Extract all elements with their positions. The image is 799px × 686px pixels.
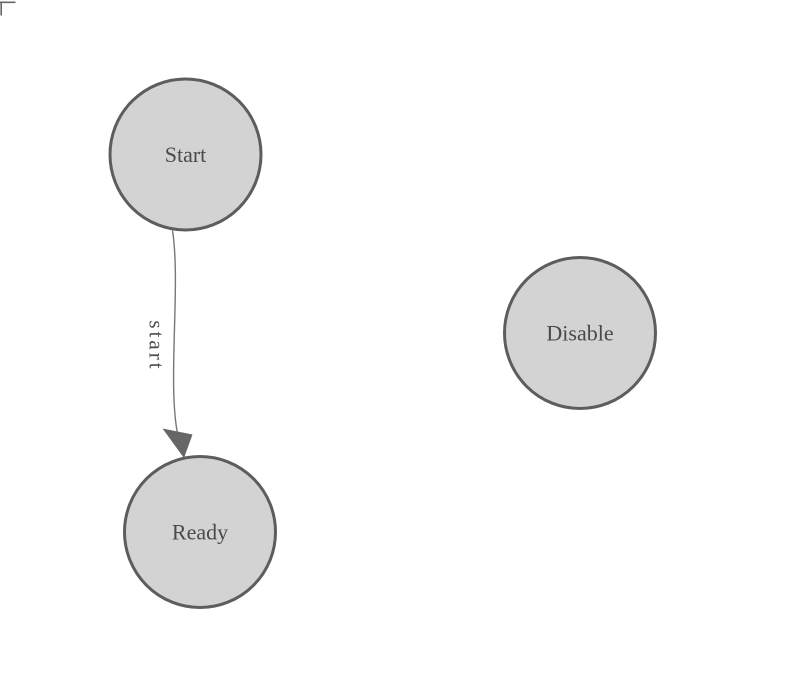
edge-path <box>171 230 179 437</box>
node-label: Disable <box>546 321 613 346</box>
node-ready[interactable]: Ready <box>123 455 277 609</box>
node-disable[interactable]: Disable <box>503 256 657 410</box>
canvas-origin-corner-icon <box>0 1 16 16</box>
arrowhead-icon <box>162 428 193 458</box>
node-start[interactable]: Start <box>108 77 263 232</box>
edges-layer: start <box>145 230 193 459</box>
edge-label: start <box>145 320 169 371</box>
node-circle <box>503 256 657 410</box>
node-label: Start <box>165 142 207 167</box>
node-circle <box>108 77 263 232</box>
edge-start-to-ready[interactable]: start <box>145 230 193 459</box>
node-circle <box>123 455 277 609</box>
node-label: Ready <box>172 520 228 545</box>
